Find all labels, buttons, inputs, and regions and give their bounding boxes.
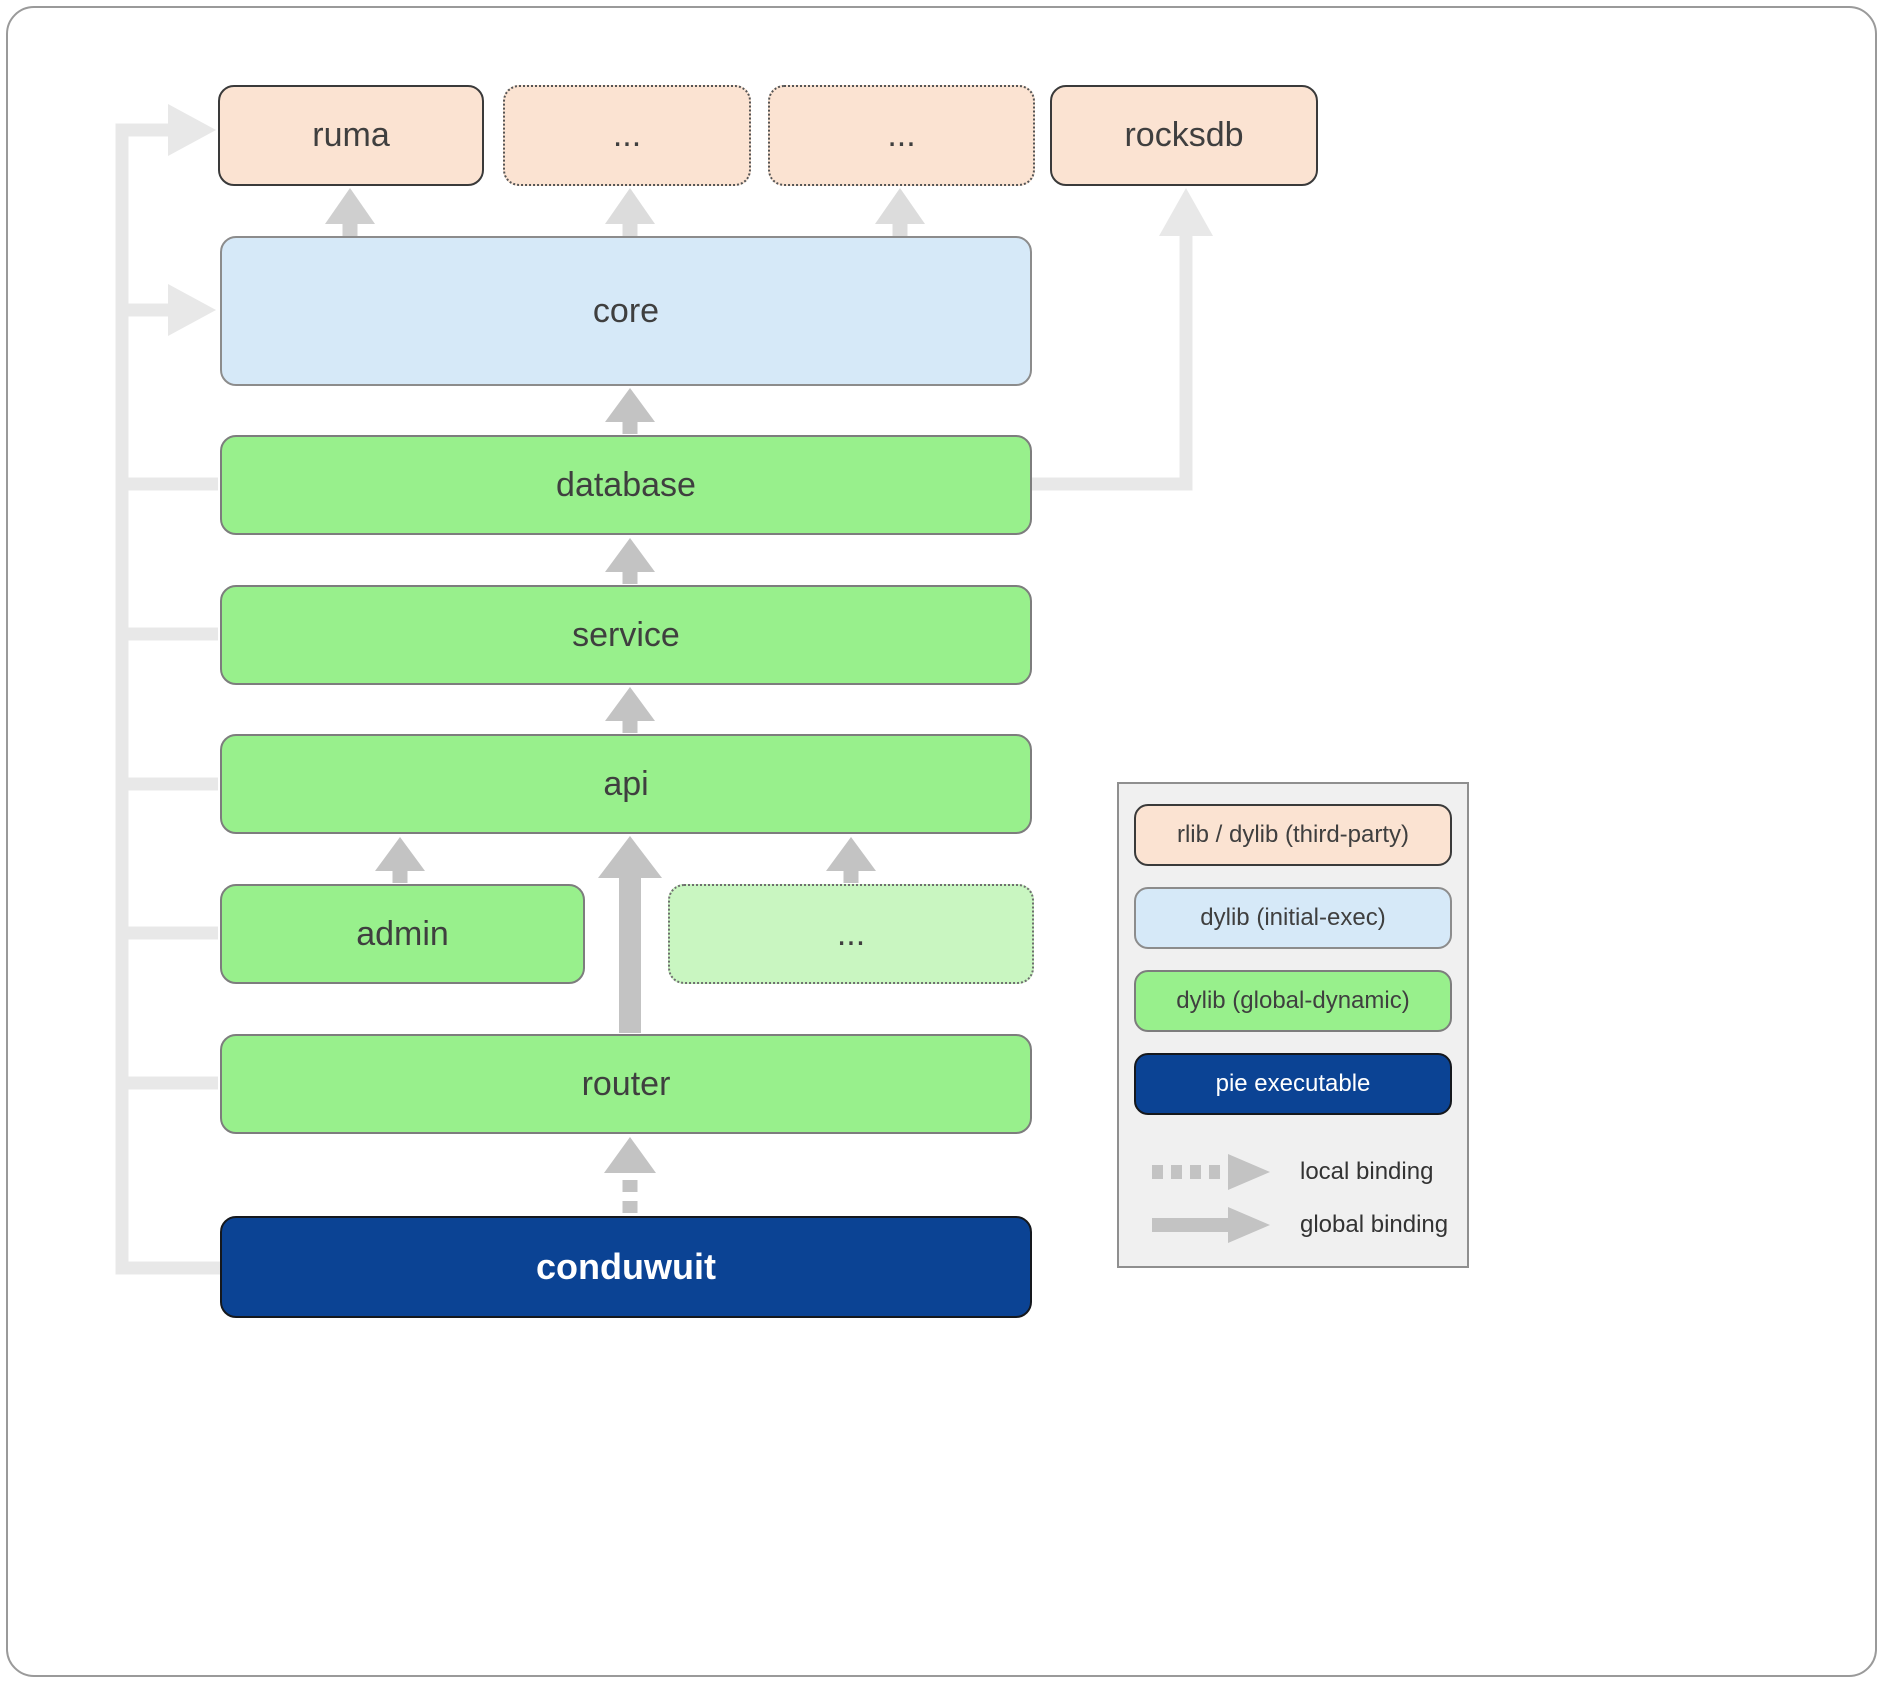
arrow-service-to-database [605, 538, 655, 584]
node-ellipsis-top-right: ... [768, 85, 1035, 186]
legend-item-global-dynamic: dylib (global-dynamic) [1134, 970, 1452, 1032]
node-router: router [220, 1034, 1032, 1134]
arrow-core-to-ellipsis-right [875, 188, 925, 236]
legend-local-binding-row: local binding [1134, 1152, 1452, 1192]
legend-global-binding-label: global binding [1300, 1211, 1449, 1238]
arrow-api-to-service [605, 687, 655, 733]
legend-bindings: local binding global binding [1134, 1152, 1452, 1245]
node-rocksdb: rocksdb [1050, 85, 1318, 186]
node-ellipsis-top-left: ... [503, 85, 751, 186]
node-core: core [220, 236, 1032, 386]
arrow-ellipsis-middle-to-api [826, 837, 876, 883]
arrowhead-to-rocksdb [1159, 188, 1213, 236]
node-ruma: ruma [218, 85, 484, 186]
arrowhead-to-ruma [168, 104, 216, 156]
routing-conduwuit-left-trunk [115, 123, 221, 1275]
global-binding-icon [1152, 1207, 1270, 1243]
arrow-router-to-api [598, 836, 662, 1033]
node-service: service [220, 585, 1032, 685]
node-ellipsis-middle: ... [668, 884, 1034, 984]
node-database: database [220, 435, 1032, 535]
legend-local-binding-label: local binding [1300, 1158, 1434, 1185]
arrow-conduwuit-to-router-local [604, 1137, 656, 1213]
arrow-database-to-rocksdb [1032, 232, 1193, 491]
node-admin: admin [220, 884, 585, 984]
node-api: api [220, 734, 1032, 834]
legend-item-third-party: rlib / dylib (third-party) [1134, 804, 1452, 866]
arrow-admin-to-api [375, 837, 425, 883]
local-binding-icon [1152, 1154, 1270, 1190]
arrowhead-to-core [168, 284, 216, 336]
arrow-database-to-core [605, 388, 655, 434]
node-conduwuit: conduwuit [220, 1216, 1032, 1318]
legend: rlib / dylib (third-party) dylib (initia… [1117, 782, 1469, 1268]
legend-item-pie-executable: pie executable [1134, 1053, 1452, 1115]
arrow-core-to-ruma [325, 188, 375, 236]
legend-item-initial-exec: dylib (initial-exec) [1134, 887, 1452, 949]
arrow-core-to-ellipsis-left [605, 188, 655, 236]
legend-global-binding-row: global binding [1134, 1205, 1452, 1245]
